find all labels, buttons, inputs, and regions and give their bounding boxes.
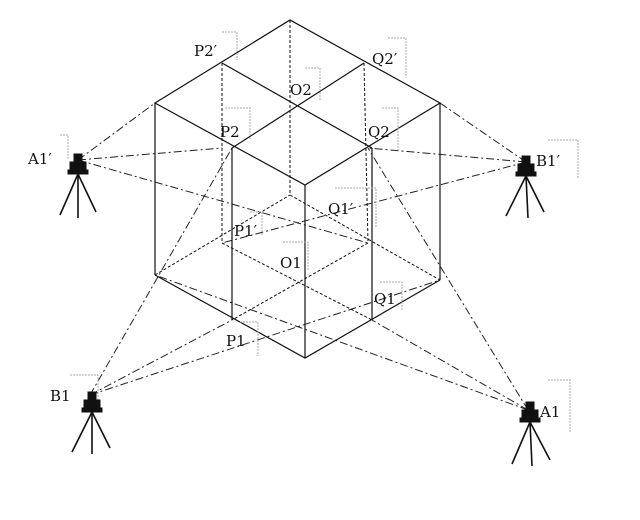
total-station-tripod-icon <box>59 153 97 218</box>
sight-line <box>77 102 156 161</box>
label-b1-prime: B1′ <box>536 152 561 170</box>
cube-bottom-edges <box>154 274 441 359</box>
station-base <box>515 171 537 177</box>
hidden-edge <box>231 242 369 321</box>
tripod-leg <box>529 421 533 467</box>
tripod-leg <box>91 411 111 449</box>
label-guide <box>222 31 238 60</box>
label-b1: B1 <box>50 387 71 405</box>
sight-line <box>154 274 529 411</box>
sight-line <box>89 319 233 396</box>
label-q2-prime: Q2′ <box>372 50 398 68</box>
station-head <box>73 153 83 163</box>
sight-line <box>371 319 529 411</box>
label-guide <box>240 321 259 356</box>
label-q2: Q2 <box>368 123 390 141</box>
tripod-leg <box>77 173 97 213</box>
station-base <box>67 169 89 175</box>
label-guide <box>380 281 403 310</box>
sight-line <box>89 279 441 396</box>
station-head <box>521 155 531 165</box>
label-p1-prime: P1′ <box>234 222 258 240</box>
label-o1: O1 <box>280 254 302 272</box>
label-guide <box>60 134 69 160</box>
total-station-tripod-icon <box>505 155 545 219</box>
station-body <box>517 163 535 173</box>
hidden-edge <box>289 194 441 281</box>
sight-line <box>77 147 223 161</box>
station-base <box>519 417 541 423</box>
sight-lines <box>77 102 529 411</box>
label-q1: Q1 <box>374 290 396 308</box>
hidden-edge <box>154 194 291 276</box>
sight-line <box>77 159 369 244</box>
label-guide <box>548 139 579 178</box>
hidden-edges <box>154 20 441 321</box>
label-guide <box>382 107 399 150</box>
hidden-edge <box>363 62 369 244</box>
label-guide <box>283 241 309 270</box>
label-guide <box>305 67 321 100</box>
label-guide <box>548 379 571 432</box>
label-guide <box>70 374 99 405</box>
station-body <box>83 399 101 409</box>
label-a1: A1 <box>539 403 560 421</box>
label-guide <box>335 187 377 228</box>
tripod-leg <box>505 175 527 217</box>
hidden-edge <box>221 242 373 321</box>
label-guide <box>388 37 407 78</box>
sight-line <box>221 161 527 244</box>
point-labels: A1′ B1′ B1 A1 P2′ Q2′ O2 P2 Q2 P1′ Q1′ O… <box>27 42 561 421</box>
label-o2: O2 <box>290 81 312 99</box>
station-head <box>525 401 535 411</box>
station-base <box>81 407 103 413</box>
sight-line <box>367 147 529 411</box>
station-head <box>87 391 97 401</box>
label-q1-prime: Q1′ <box>328 200 354 218</box>
label-p1: P1 <box>226 332 246 350</box>
label-p2: P2 <box>220 123 240 141</box>
station-body <box>69 161 87 171</box>
tripod-leg <box>59 173 79 216</box>
label-guide <box>250 211 263 236</box>
label-guide <box>225 107 251 140</box>
tripod-leg <box>529 421 551 461</box>
sight-line <box>367 147 527 163</box>
total-station-tripod-icon <box>71 391 111 454</box>
label-a1-prime: A1′ <box>27 150 52 168</box>
tripod-leg <box>525 175 529 219</box>
tripod-leg <box>71 411 93 453</box>
label-guides <box>60 31 579 432</box>
tripod-leg <box>511 421 531 465</box>
tripod-leg <box>525 175 545 213</box>
station-body <box>521 409 539 419</box>
cube-top-divider <box>231 62 365 149</box>
total-station-tripod-icon <box>511 401 551 467</box>
sight-line <box>439 102 527 163</box>
label-p2-prime: P2′ <box>194 42 218 60</box>
cube-edges <box>153 19 442 359</box>
